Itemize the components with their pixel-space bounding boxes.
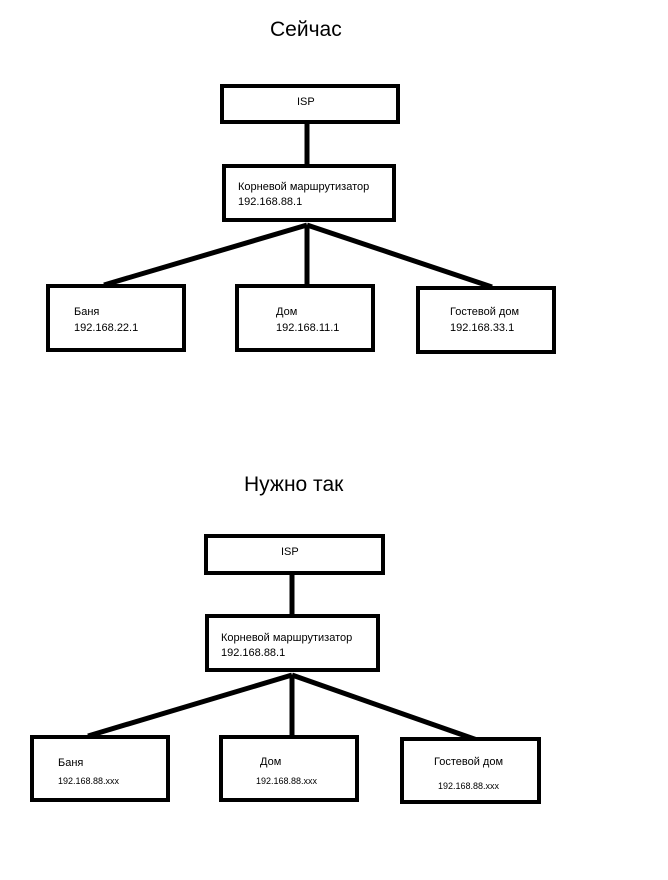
dom-box-2	[219, 735, 359, 802]
dom-box	[235, 284, 375, 352]
root-banya-link	[103, 222, 308, 288]
isp-box-2	[204, 534, 385, 575]
banya-name: Баня	[74, 306, 100, 318]
diagram-title-current: Сейчас	[270, 18, 342, 41]
dom-ip: 192.168.11.1	[276, 322, 340, 334]
isp-label-2: ISP	[281, 546, 299, 558]
root-router-ip: 192.168.88.1	[238, 196, 303, 208]
guest-house-name-2: Гостевой дом	[434, 756, 504, 768]
dom-name: Дом	[276, 306, 298, 318]
root-router-name: Корневой маршрутизатор	[238, 181, 370, 193]
root-router-box	[222, 164, 396, 222]
guest-house-box-2	[400, 737, 541, 804]
diagram-title-desired: Нужно так	[244, 473, 344, 496]
root-router-name-2: Корневой маршрутизатор	[221, 632, 353, 644]
guest-house-ip: 192.168.33.1	[450, 322, 515, 334]
dom-ip-2: 192.168.88.xxx	[256, 776, 318, 786]
isp-label: ISP	[297, 96, 315, 108]
isp-box	[220, 84, 400, 124]
root-guest-link-2	[291, 672, 481, 744]
root-router-box-2	[205, 614, 380, 672]
banya-ip-2: 192.168.88.xxx	[58, 776, 120, 786]
root-router-ip-2: 192.168.88.1	[221, 647, 286, 659]
root-guest-link	[306, 222, 493, 290]
guest-house-name: Гостевой дом	[450, 306, 520, 318]
banya-box-2	[30, 735, 170, 802]
guest-house-ip-2: 192.168.88.xxx	[438, 781, 500, 791]
dom-name-2: Дом	[260, 756, 282, 768]
root-banya-link-2	[87, 672, 293, 739]
banya-box	[46, 284, 186, 352]
banya-ip: 192.168.22.1	[74, 322, 139, 334]
guest-house-box	[416, 286, 556, 354]
banya-name-2: Баня	[58, 757, 84, 769]
